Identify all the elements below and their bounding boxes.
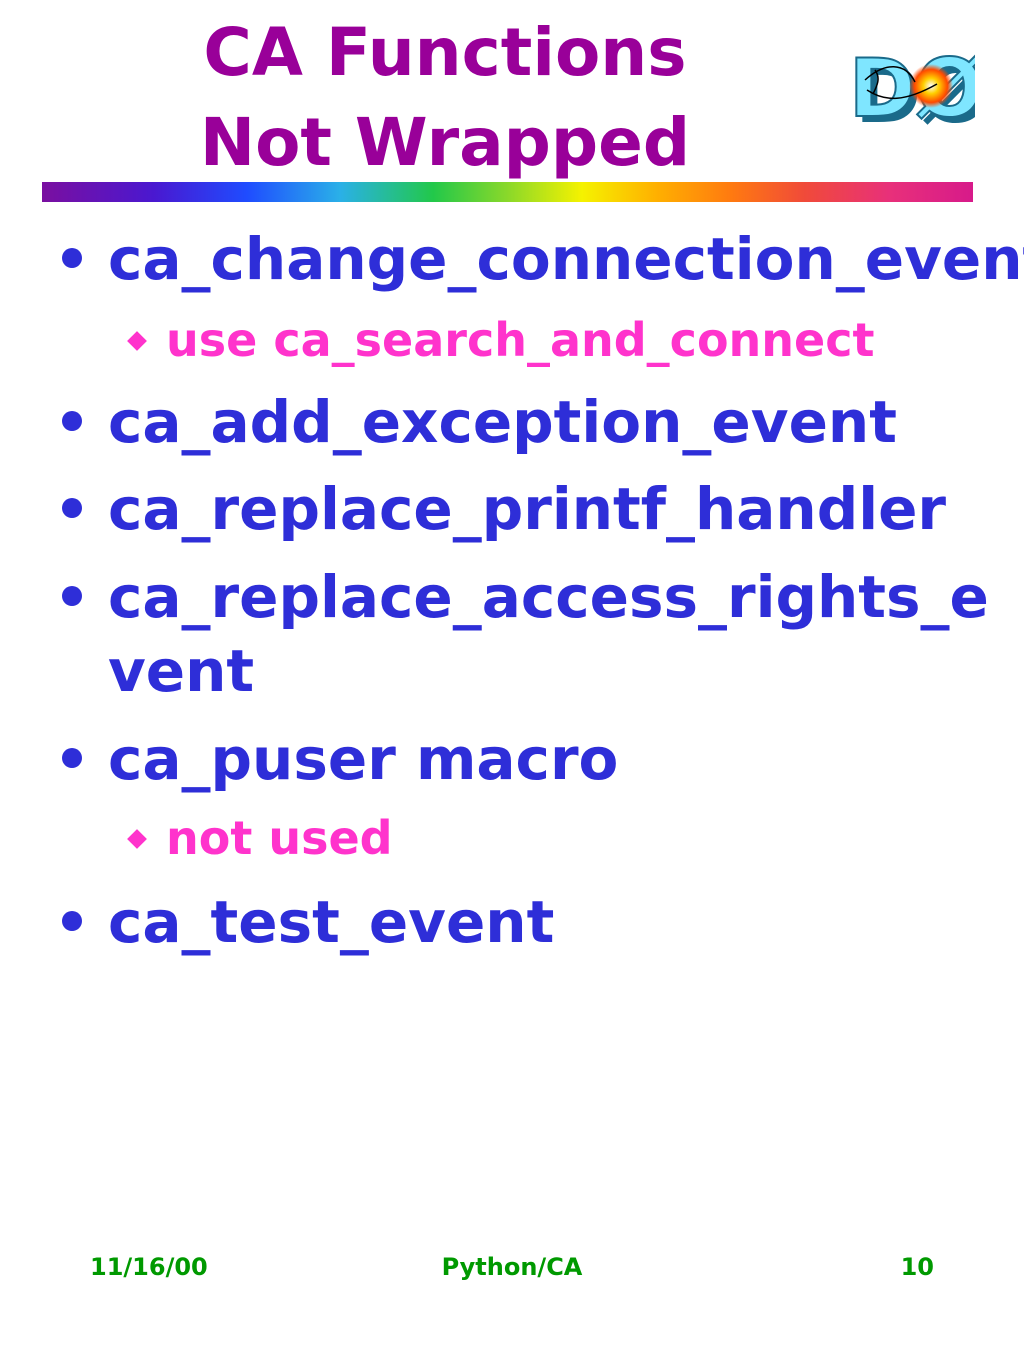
bullet-text: ca_test_event xyxy=(108,888,555,956)
diamond-bullet-icon xyxy=(127,331,147,351)
rainbow-divider xyxy=(42,182,973,202)
bullet-text: ca_add_exception_event xyxy=(108,388,897,456)
page-number: 10 xyxy=(900,1253,934,1281)
sub-bullet-text: use ca_search_and_connect xyxy=(166,313,875,367)
bullet-list: ca_change_connection_event use ca_search… xyxy=(62,225,1024,956)
footer-date: 11/16/00 xyxy=(90,1253,208,1281)
d0-logo: DØ DØ xyxy=(848,42,975,134)
bullet-text: ca_change_connection_event xyxy=(108,225,1024,293)
bullet-text-line-2: vent xyxy=(108,637,255,705)
diamond-bullet-icon xyxy=(127,829,147,849)
logo-tracks-icon xyxy=(864,66,938,100)
footer-title: Python/CA xyxy=(441,1253,583,1281)
bullet-text-line-1: ca_replace_access_rights_e xyxy=(108,563,989,631)
bullet-text: ca_puser macro xyxy=(108,725,619,793)
slide-title-line-2: Not Wrapped xyxy=(199,104,691,181)
slide-title-line-1: CA Functions xyxy=(203,14,687,91)
bullet-text: ca_replace_printf_handler xyxy=(108,475,947,543)
sub-bullet-text: not used xyxy=(166,811,393,865)
logo-burst-icon xyxy=(909,64,953,108)
